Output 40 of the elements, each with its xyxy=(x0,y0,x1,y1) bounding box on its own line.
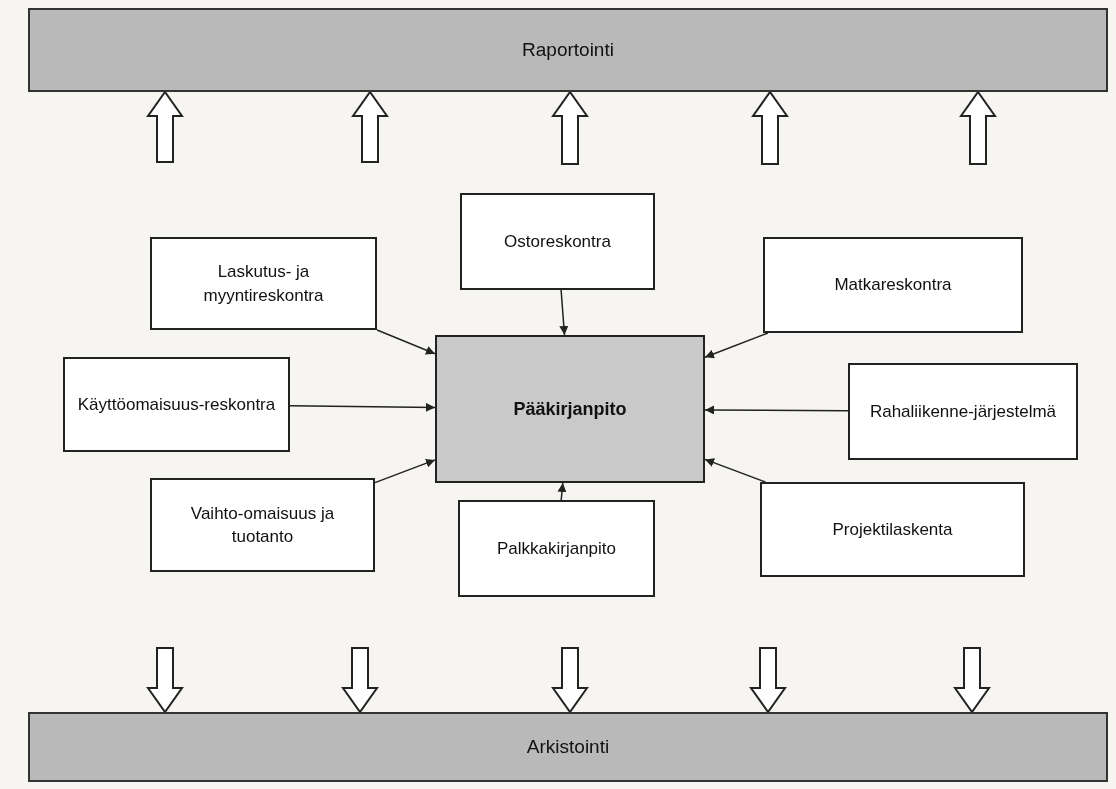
arrow xyxy=(704,405,849,415)
process-box xyxy=(150,237,377,330)
block-arrow xyxy=(551,90,589,165)
block-arrow xyxy=(341,647,379,714)
box-label: Projektilaskenta xyxy=(832,518,953,541)
block-arrow xyxy=(551,647,589,714)
block-arrow xyxy=(751,90,789,165)
box-label: Matkareskontra xyxy=(834,274,952,297)
process-box xyxy=(848,363,1078,460)
band-box xyxy=(28,8,1108,92)
arrow xyxy=(557,482,567,501)
process-box xyxy=(760,482,1025,577)
process-box xyxy=(460,193,655,290)
process-box xyxy=(63,357,290,452)
box-label: Vaihto-omaisuus ja tuotanto xyxy=(189,502,336,548)
box-label: Arkistointi xyxy=(526,734,610,759)
block-arrow xyxy=(146,647,184,714)
box-label: Käyttöomaisuus-reskontra xyxy=(77,393,276,416)
arrow xyxy=(704,458,767,483)
process-box xyxy=(458,500,655,597)
process-box xyxy=(150,478,375,572)
arrow xyxy=(704,332,769,359)
arrow xyxy=(559,289,569,336)
band-box xyxy=(28,712,1108,782)
arrow xyxy=(374,458,436,484)
box-label: Ostoreskontra xyxy=(504,230,611,253)
block-arrow xyxy=(959,90,997,165)
block-arrow xyxy=(146,90,184,163)
process-box xyxy=(763,237,1023,333)
box-label: Raportointi xyxy=(522,37,614,62)
block-arrow xyxy=(953,647,991,714)
central-box xyxy=(435,335,705,483)
arrow xyxy=(376,329,436,355)
block-arrow xyxy=(351,90,389,163)
box-label: Laskutus- ja myyntireskontra xyxy=(202,261,325,307)
box-label: Palkkakirjanpito xyxy=(496,537,617,560)
arrow xyxy=(289,402,436,412)
box-label: Pääkirjanpito xyxy=(513,397,627,421)
block-arrow xyxy=(749,647,787,714)
box-label: Rahaliikenne-järjestelmä xyxy=(869,400,1057,423)
